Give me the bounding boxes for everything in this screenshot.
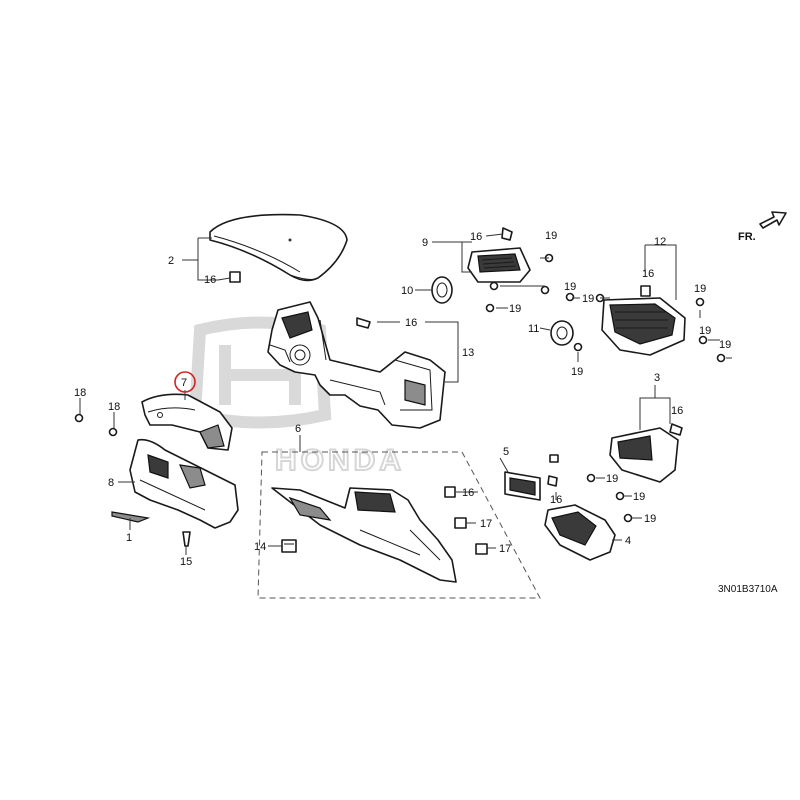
callout-13[interactable]: 13 — [462, 347, 474, 359]
front-direction-indicator: FR. — [738, 211, 787, 243]
callout-16-e[interactable]: 16 — [671, 405, 683, 417]
watermark: HONDA — [188, 316, 405, 478]
honda-logo — [188, 316, 332, 429]
callout-19-h[interactable]: 19 — [571, 366, 583, 378]
callout-18-a[interactable]: 18 — [74, 387, 86, 399]
callout-14[interactable]: 14 — [254, 541, 266, 553]
callout-10[interactable]: 10 — [401, 285, 413, 297]
watermark-text: HONDA — [275, 444, 405, 477]
callout-16-d[interactable]: 16 — [405, 317, 417, 329]
callout-16-a[interactable]: 16 — [204, 274, 216, 286]
callout-19-k[interactable]: 19 — [644, 513, 656, 525]
part-vent-9[interactable] — [467, 247, 531, 283]
part-console-frame[interactable] — [267, 301, 446, 429]
callout-17-a[interactable]: 17 — [480, 518, 492, 530]
callout-19-j[interactable]: 19 — [633, 491, 645, 503]
callout-1[interactable]: 1 — [126, 532, 132, 544]
callout-17-b[interactable]: 17 — [499, 543, 511, 555]
callout-19-i[interactable]: 19 — [606, 473, 618, 485]
callout-16-c[interactable]: 16 — [642, 268, 654, 280]
callout-19-g[interactable]: 19 — [719, 339, 731, 351]
part-side-cover[interactable] — [544, 504, 616, 561]
part-lower-dash-cover[interactable] — [271, 487, 457, 583]
arrow-icon — [759, 211, 787, 229]
callout-6[interactable]: 6 — [295, 423, 301, 435]
callout-18-b[interactable]: 18 — [108, 401, 120, 413]
part-side-panel[interactable] — [609, 427, 679, 483]
part-lower-cover-group — [257, 451, 541, 599]
callout-4[interactable]: 4 — [625, 535, 631, 547]
part-vent-12[interactable] — [601, 297, 686, 356]
callout-16-f[interactable]: 16 — [462, 487, 474, 499]
diagram-code: 3N01B3710A — [718, 584, 778, 595]
callout-15[interactable]: 15 — [180, 556, 192, 568]
callout-9[interactable]: 9 — [422, 237, 428, 249]
leader-lines — [79, 233, 732, 555]
callout-11[interactable]: 11 — [528, 323, 539, 335]
part-armrest-lid[interactable] — [209, 213, 348, 282]
callout-19-d[interactable]: 19 — [509, 303, 521, 315]
callout-19-f[interactable]: 19 — [699, 325, 711, 337]
highlight-circle-part-7 — [174, 371, 196, 393]
callout-7[interactable]: 7 — [181, 377, 187, 389]
callout-5[interactable]: 5 — [503, 446, 509, 458]
callout-8[interactable]: 8 — [108, 477, 114, 489]
part-column-cover-lower[interactable] — [129, 438, 239, 529]
callout-19-e[interactable]: 19 — [694, 283, 706, 295]
callout-19-b[interactable]: 19 — [564, 281, 576, 293]
callout-labels: 1 2 3 4 5 6 7 8 9 10 11 12 13 14 15 16 1… — [74, 230, 731, 568]
callout-12[interactable]: 12 — [654, 236, 666, 248]
callout-16-b[interactable]: 16 — [470, 231, 482, 243]
part-14-clip[interactable] — [281, 539, 297, 553]
callout-19-a[interactable]: 19 — [545, 230, 557, 242]
part-10-ring[interactable] — [431, 276, 453, 304]
part-column-cover-upper[interactable] — [141, 393, 233, 451]
part-11-ring[interactable] — [550, 320, 574, 346]
callout-19-c[interactable]: 19 — [582, 293, 594, 305]
callout-3[interactable]: 3 — [654, 372, 660, 384]
part-knee-pad[interactable] — [111, 511, 151, 523]
front-label: FR. — [738, 231, 756, 243]
part-bracket-5[interactable] — [504, 471, 541, 501]
callout-16-g[interactable]: 16 — [550, 494, 562, 506]
callout-2[interactable]: 2 — [168, 255, 174, 267]
